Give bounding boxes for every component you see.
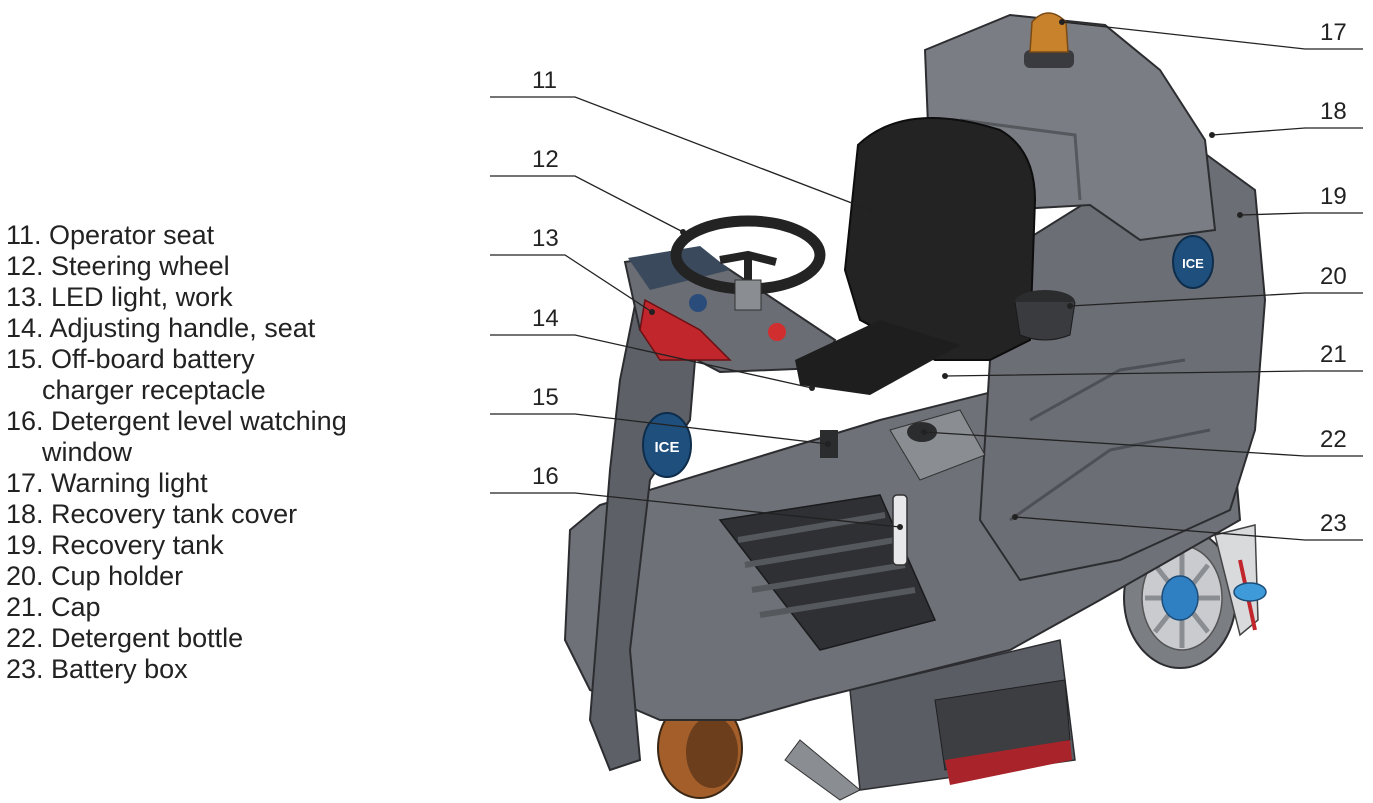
leader-line-21: [944, 370, 1363, 377]
legend-item-14: 14. Adjusting handle, seat: [6, 313, 316, 343]
cup-holder: [1014, 290, 1076, 341]
legend-item-22: 22. Detergent bottle: [6, 623, 244, 653]
legend-item-12: 12. Steering wheel: [6, 251, 230, 281]
callout-14: 14: [532, 305, 559, 332]
leader-line-12: [490, 175, 684, 233]
drive-wheel: [657, 697, 743, 799]
leader-line-16: [490, 492, 901, 528]
callout-21: 21: [1320, 341, 1347, 368]
legend-item-16: 16. Detergent level watching: [6, 406, 347, 436]
callout-18: 18: [1320, 98, 1347, 125]
squeegee-arm: [1214, 524, 1267, 637]
leader-line-19: [1239, 212, 1363, 216]
leader-line-14: [490, 334, 813, 389]
steering-wheel: [670, 215, 826, 311]
callout-22: 22: [1320, 426, 1347, 453]
parts-legend: 11. Operator seat 12. Steering wheel 13.…: [6, 220, 416, 685]
squeegee-assembly: [784, 639, 1076, 801]
leader-line-17: [1061, 21, 1363, 50]
legend-item-18: 18. Recovery tank cover: [6, 499, 298, 529]
callout-20: 20: [1320, 263, 1347, 290]
machine-illustration: ICE ICE: [563, 12, 1267, 801]
callout-19: 19: [1320, 183, 1347, 210]
legend-item-11: 11. Operator seat: [6, 220, 215, 250]
callout-13: 13: [532, 225, 559, 252]
legend-item-23: 23. Battery box: [6, 654, 188, 684]
legend-item-19: 19. Recovery tank: [6, 530, 224, 560]
leader-line-18: [1211, 127, 1363, 136]
svg-text:ICE: ICE: [1182, 256, 1204, 271]
control-column: [588, 278, 702, 772]
legend-item-21: 21. Cap: [6, 592, 101, 622]
callout-12: 12: [532, 146, 559, 173]
leader-line-11: [490, 96, 871, 211]
callout-15: 15: [532, 384, 559, 411]
legend-item-20: 20. Cup holder: [6, 561, 184, 591]
legend-item-15-cont: charger receptacle: [42, 375, 266, 405]
callout-17: 17: [1320, 19, 1347, 46]
callout-23: 23: [1320, 510, 1347, 537]
logo-side: ICE: [1172, 235, 1214, 289]
leader-line-22: [923, 431, 1363, 457]
leader-line-20: [1069, 292, 1363, 307]
leader-line-23: [1014, 516, 1363, 541]
svg-text:ICE: ICE: [654, 439, 679, 456]
callout-11: 11: [532, 67, 557, 94]
legend-item-16-cont: window: [42, 437, 133, 467]
legend-item-17: 17. Warning light: [6, 468, 208, 498]
leader-line-15: [490, 413, 829, 445]
leader-line-13: [490, 254, 653, 313]
operator-seat: [795, 117, 1037, 395]
logo-front: ICE: [642, 412, 692, 478]
callouts: [490, 21, 1363, 541]
callout-16: 16: [532, 463, 559, 490]
legend-item-13: 13. LED light, work: [6, 282, 233, 312]
legend-item-15: 15. Off-board battery: [6, 344, 255, 374]
